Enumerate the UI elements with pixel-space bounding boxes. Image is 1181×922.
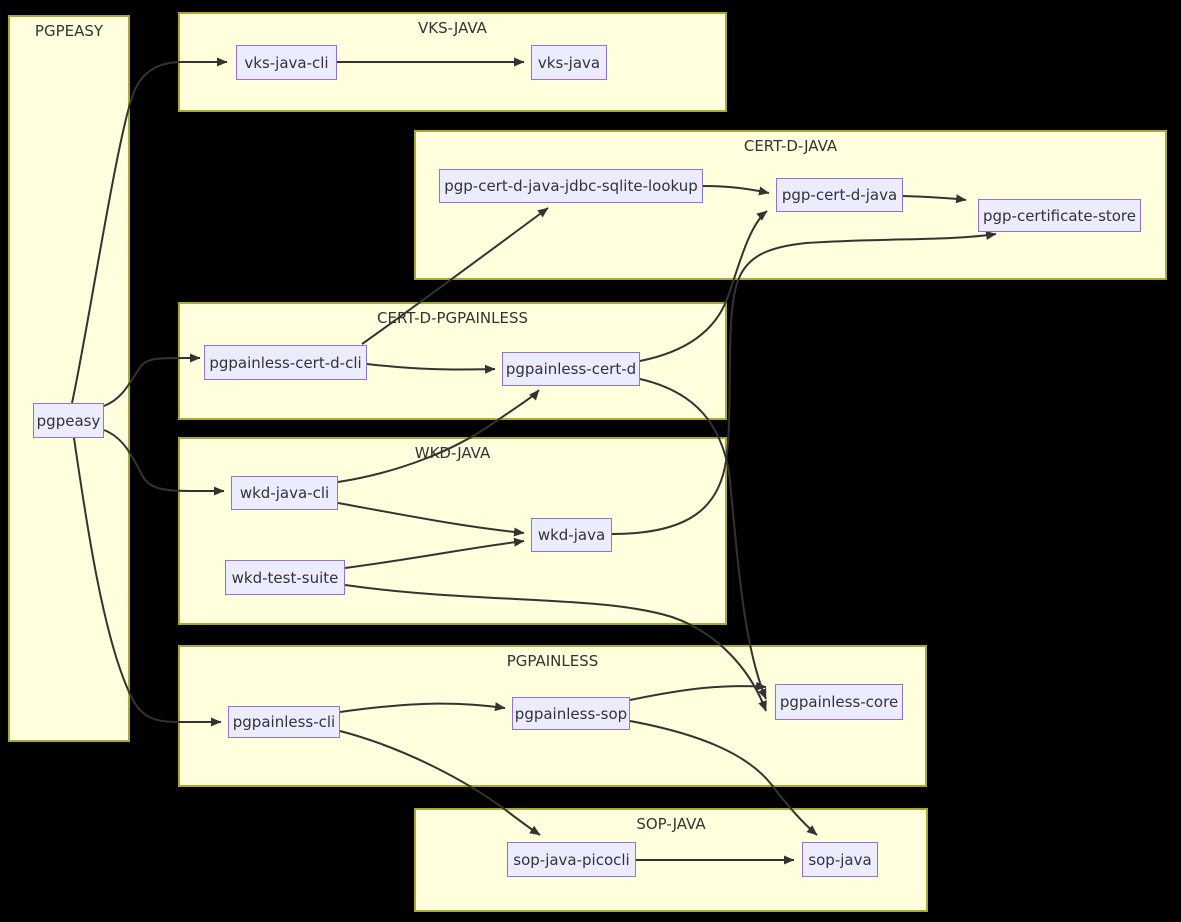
subgraph-title-cert-d-java-group: CERT-D-JAVA — [743, 137, 838, 155]
node-wkd-java: wkd-java — [531, 518, 612, 552]
subgraph-title-pgpeasy-group: PGPEASY — [34, 22, 104, 40]
node-pgpainless-cert-d: pgpainless-cert-d — [502, 352, 640, 386]
node-vks-java-cli: vks-java-cli — [236, 45, 337, 80]
node-pgpainless-cli: pgpainless-cli — [228, 706, 340, 738]
subgraph-title-wkd-java-group: WKD-JAVA — [414, 444, 491, 462]
subgraph-title-vks-java-group: VKS-JAVA — [418, 19, 487, 37]
subgraph-wkd-java-group: WKD-JAVA — [178, 437, 727, 625]
node-wkd-test-suite: wkd-test-suite — [225, 560, 345, 595]
node-pgpainless-sop: pgpainless-sop — [512, 697, 630, 730]
subgraph-pgpeasy-group: PGPEASY — [8, 15, 130, 742]
node-wkd-java-cli: wkd-java-cli — [231, 476, 338, 510]
subgraph-title-cert-d-pgpainless-group: CERT-D-PGPAINLESS — [377, 309, 528, 327]
subgraph-title-pgpainless-group: PGPAINLESS — [506, 652, 599, 670]
subgraph-title-sop-java-group: SOP-JAVA — [636, 815, 706, 833]
node-sop-java: sop-java — [802, 842, 878, 877]
node-pgp-cert-d-java: pgp-cert-d-java — [776, 178, 903, 212]
node-pgp-cert-d-java-jdbc-sqlite-lookup: pgp-cert-d-java-jdbc-sqlite-lookup — [439, 169, 703, 203]
node-pgpainless-cert-d-cli: pgpainless-cert-d-cli — [204, 345, 367, 380]
node-vks-java: vks-java — [531, 45, 607, 80]
node-pgpeasy: pgpeasy — [33, 403, 104, 438]
node-pgp-certificate-store: pgp-certificate-store — [978, 199, 1141, 232]
node-sop-java-picocli: sop-java-picocli — [507, 842, 636, 877]
node-pgpainless-core: pgpainless-core — [775, 684, 903, 720]
